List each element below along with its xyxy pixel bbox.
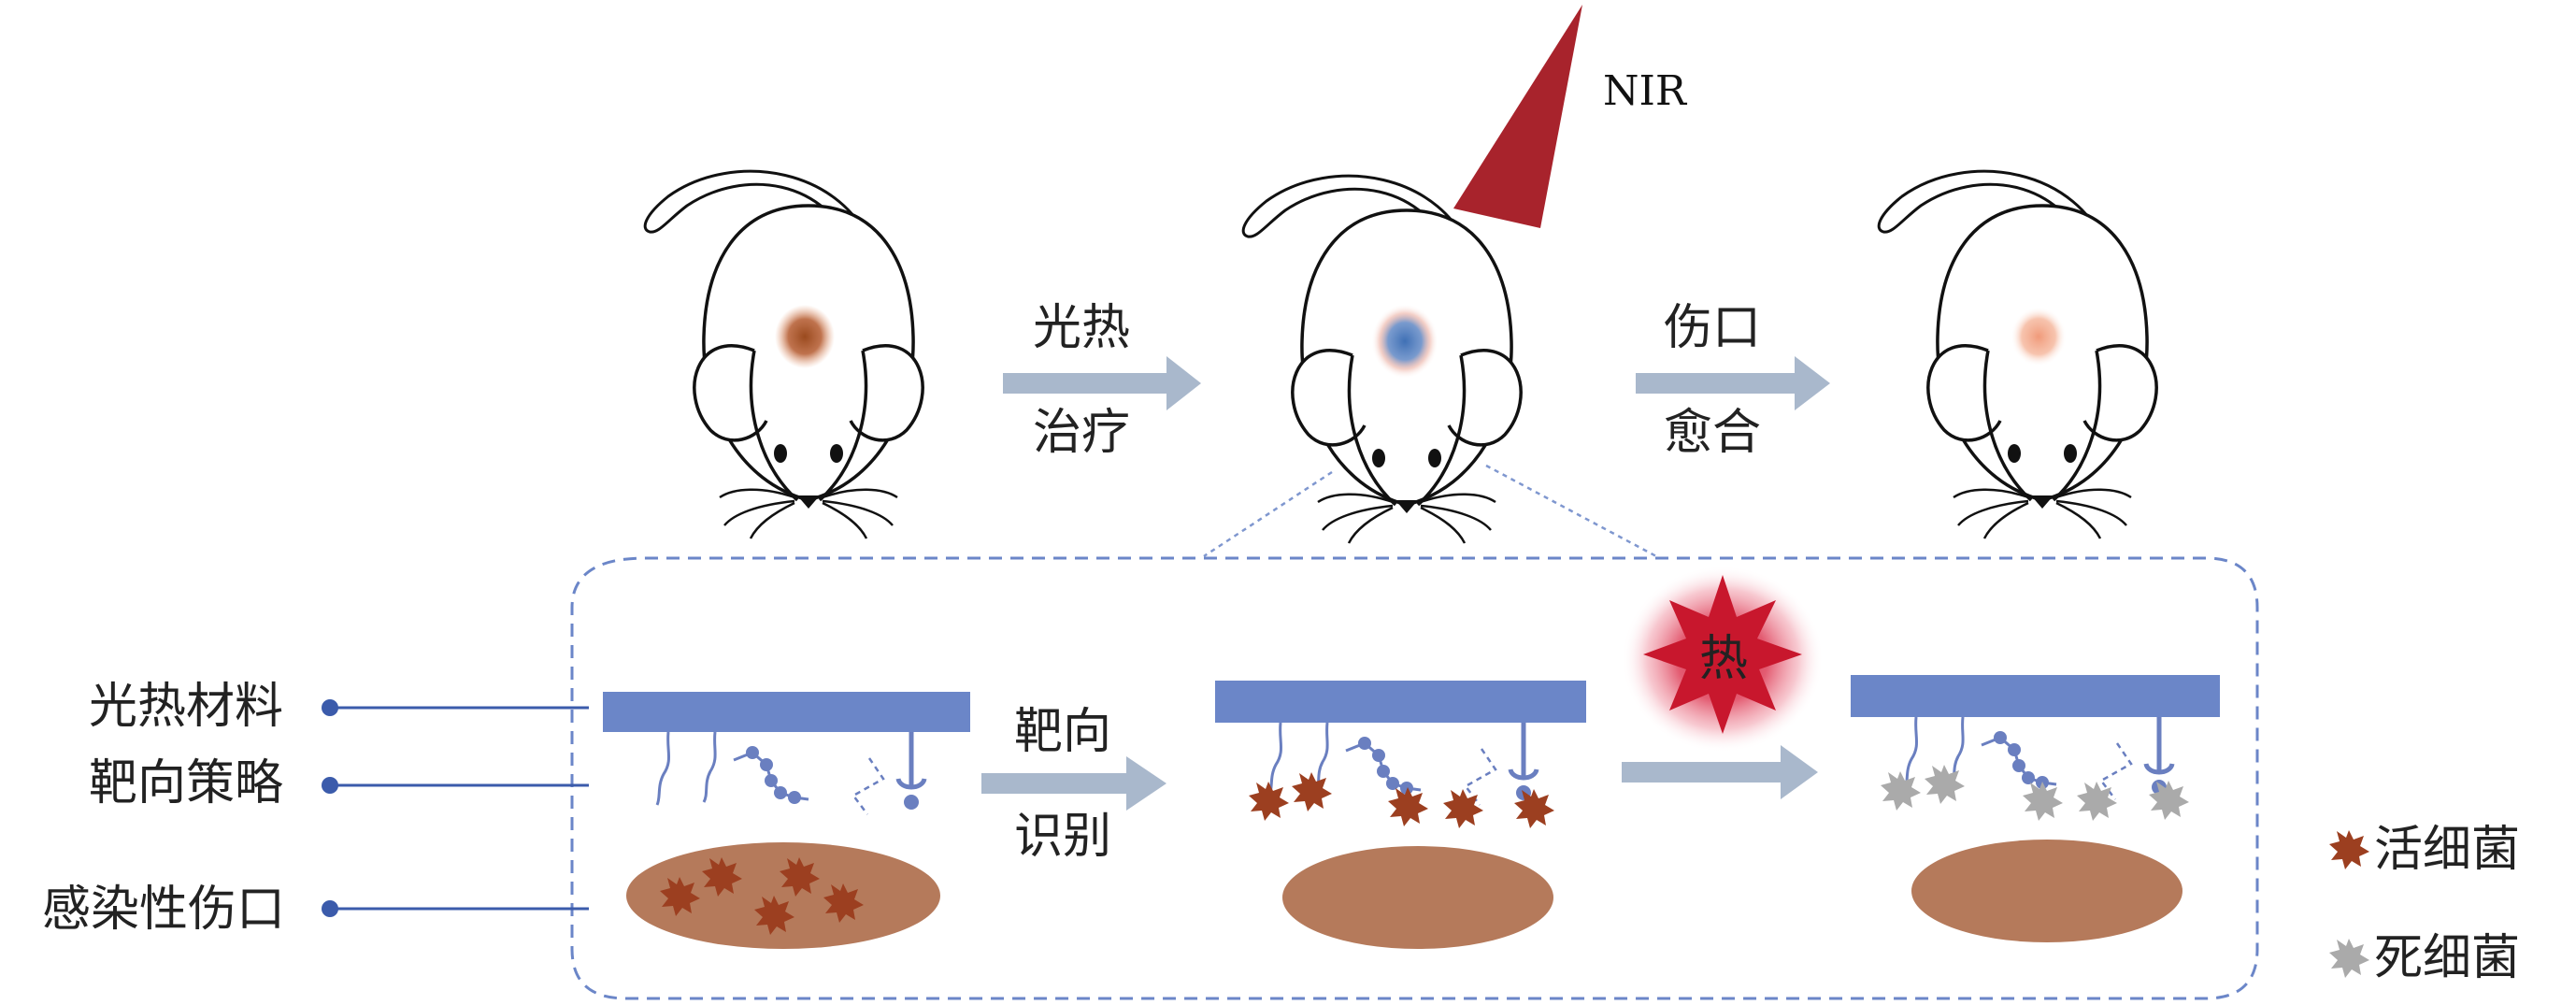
zoom-line-left [1203, 470, 1333, 558]
healed-spot [2011, 307, 2067, 366]
heat-label: 热 [1699, 631, 1748, 687]
bound-dead-bacteria [1881, 765, 2189, 821]
material-bar [603, 692, 970, 732]
mouse-treated [1241, 174, 1523, 545]
mouse-healed [1877, 169, 2158, 540]
arrow-heat-kill [1622, 745, 1818, 799]
svg-text:光热材料: 光热材料 [89, 679, 283, 735]
nir-beam [1453, 5, 1582, 228]
wound-bed [626, 842, 940, 949]
svg-text:死细菌: 死细菌 [2374, 930, 2520, 986]
material-bar [1851, 675, 2220, 717]
targeting-ligands [657, 732, 924, 814]
recognition-line1: 靶向 [1014, 704, 1111, 760]
label-photothermal-material: 光热材料 [89, 679, 589, 735]
wound-bed [1282, 846, 1553, 949]
arrow2-line2: 愈合 [1664, 405, 1761, 461]
stage-infected [603, 692, 970, 949]
arrow-wound-healing: 伤口 愈合 [1636, 300, 1830, 461]
bound-live-bacteria [1249, 772, 1554, 828]
legend: 活细菌 死细菌 [2329, 822, 2520, 986]
label-infected-wound: 感染性伤口 [42, 882, 589, 938]
arrow2-line1: 伤口 [1664, 300, 1761, 356]
legend-live-bacteria: 活细菌 [2329, 822, 2520, 878]
legend-dead-bacteria: 死细菌 [2329, 930, 2520, 986]
zoom-line-right [1485, 464, 1657, 558]
nir-label: NIR [1603, 67, 1688, 115]
treated-spot [1371, 304, 1438, 379]
arrow-photothermal-therapy: 光热 治疗 [1003, 300, 1201, 461]
mechanism-panel-frame [570, 556, 2259, 1000]
recognition-line2: 识别 [1014, 809, 1111, 865]
svg-text:靶向策略: 靶向策略 [89, 755, 283, 811]
arrow1-line1: 光热 [1033, 300, 1130, 356]
svg-text:感染性伤口: 感染性伤口 [42, 882, 285, 938]
svg-text:活细菌: 活细菌 [2374, 822, 2520, 878]
material-bar [1215, 681, 1586, 723]
label-targeting-strategy: 靶向策略 [89, 755, 589, 811]
arrow-targeted-recognition: 靶向 识别 [981, 704, 1166, 865]
stage-bound [1215, 681, 1586, 949]
mouse-infected [643, 169, 924, 540]
wound-bed [1911, 840, 2182, 942]
stage-killed [1851, 675, 2220, 942]
heat-burst: 热 [1622, 566, 1824, 753]
arrow1-line2: 治疗 [1033, 405, 1130, 461]
infection-spot [775, 305, 835, 368]
